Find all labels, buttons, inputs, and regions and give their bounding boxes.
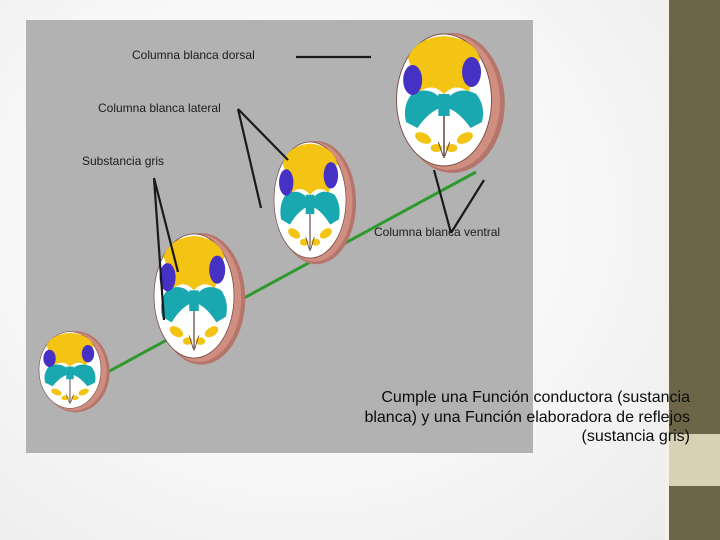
caption-line-1: Cumple una Función conductora (sustancia <box>282 388 690 408</box>
caption: Cumple una Función conductora (sustancia… <box>282 388 690 447</box>
label-gray-matter: Substancia gris <box>82 154 164 168</box>
label-ventral-column: Columna blanca ventral <box>374 225 500 239</box>
label-lateral-column: Columna blanca lateral <box>98 101 221 115</box>
caption-line-2: blanca) y una Función elaboradora de ref… <box>282 408 690 428</box>
label-dorsal-column: Columna blanca dorsal <box>132 48 255 62</box>
caption-line-3: (sustancia gris) <box>282 427 690 447</box>
